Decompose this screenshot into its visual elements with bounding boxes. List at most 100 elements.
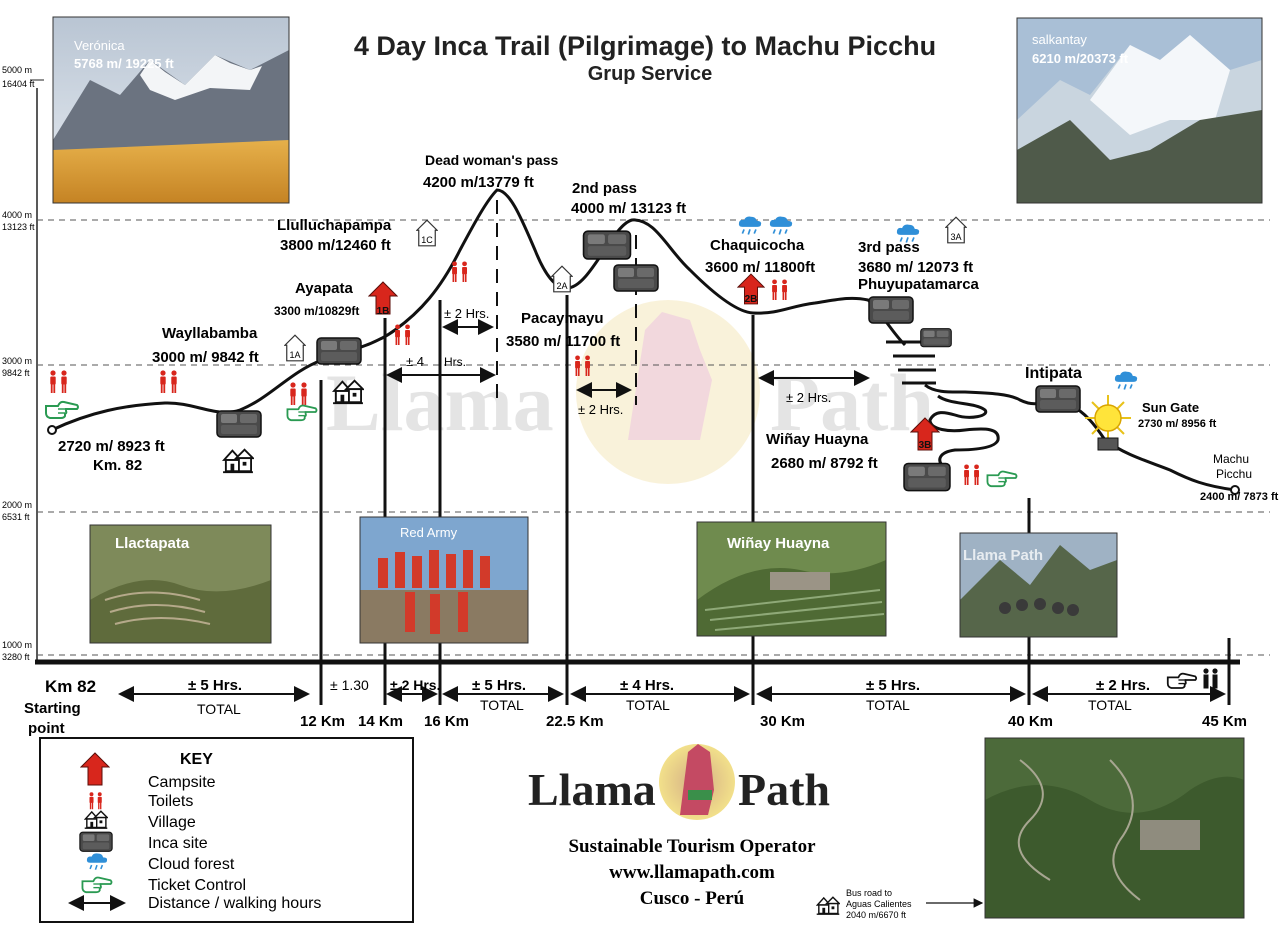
altitude-m: 3000 m — [2, 356, 32, 366]
altitude-tick-5000: 5000 m 16404 ft — [2, 65, 44, 89]
legend-item-village: Village — [148, 814, 196, 831]
place-ayapata: Ayapata 3300 m/10829ft — [274, 280, 359, 318]
segment-4: ± 5 Hrs. TOTAL — [442, 677, 564, 713]
timeline-km82: Km 82 — [45, 677, 96, 696]
timeline: Km 82 Starting point 12 Km 14 Km 16 Km 2… — [24, 659, 1247, 737]
salkantay-name: salkantay — [1032, 32, 1087, 47]
altitude-ft: 13123 ft — [2, 222, 35, 232]
segment-hours: ± 5 Hrs. — [866, 677, 920, 694]
duration-label: ± 2 Hrs. — [444, 306, 489, 321]
ticket-control-icon — [986, 470, 1018, 488]
segment-hours: ± 2 Hrs. — [390, 677, 440, 693]
altitude-m: 4000 m — [2, 210, 32, 220]
inca-site-icon — [216, 410, 262, 438]
bus-road-line-2: Aguas Calientes — [846, 899, 912, 909]
logo-tagline: Sustainable Tourism Operator — [568, 836, 816, 857]
km-marker: 30 Km — [760, 713, 805, 730]
place-altitude: 3000 m/ 9842 ft — [152, 349, 259, 366]
toilets-icon — [290, 382, 307, 405]
house-code: 2A — [556, 281, 567, 291]
bus-road-note: Bus road to Aguas Calientes 2040 m/6670 … — [816, 888, 984, 920]
segment-2: ± 1.30 — [330, 677, 369, 693]
segment-total: TOTAL — [626, 697, 670, 713]
segment-hours: ± 1.30 — [330, 677, 369, 693]
km-marker: 40 Km — [1008, 713, 1053, 730]
red-army-caption: Red Army — [400, 525, 458, 540]
toilets-icon — [50, 370, 67, 393]
page-subtitle: Grup Service — [588, 63, 713, 85]
village-icon — [222, 448, 254, 474]
cloud-forest-icon — [768, 215, 793, 236]
toilets-icon — [772, 279, 787, 300]
place-altitude: 3680 m/ 12073 ft — [858, 259, 973, 276]
cloud-forest-icon — [1113, 370, 1138, 391]
place-altitude: 2400 m/ 7873 ft — [1200, 491, 1279, 503]
place-altitude: 3300 m/10829ft — [274, 304, 359, 318]
segment-total: TOTAL — [197, 701, 241, 717]
place-start: 2720 m/ 8923 ft Km. 82 — [58, 438, 165, 474]
place-altitude: 2680 m/ 8792 ft — [771, 455, 878, 472]
upper-duration-d: ± 2 Hrs. — [758, 370, 870, 405]
toilets-icon — [395, 324, 410, 345]
end-point-marker — [1230, 485, 1240, 495]
duration-label: ± 2 Hrs. — [786, 390, 831, 405]
inca-site-icon — [582, 230, 632, 260]
place-name: Dead woman's pass — [425, 152, 558, 168]
photo-veronica: Verónica 5768 m/ 19225 ft — [52, 16, 290, 204]
photo-salkantay: salkantay 6210 m/20373 ft — [1016, 17, 1263, 204]
place-llulluchapampa: Llulluchapampa 3800 m/12460 ft — [277, 217, 392, 254]
campsite-code: 1B — [377, 306, 390, 317]
toilets-icon — [964, 464, 979, 485]
segment-3: ± 2 Hrs. — [386, 677, 440, 702]
logo-left-word: Llama — [528, 764, 656, 815]
place-pacaymayu: Pacaymayu 3580 m/ 11700 ft — [506, 310, 620, 350]
segment-hours: ± 5 Hrs. — [188, 677, 242, 694]
bus-road-line-3: 2040 m/6670 ft — [846, 910, 907, 920]
segment-total: TOTAL — [866, 697, 910, 713]
place-winay-huayna: Wiñay Huayna 2680 m/ 8792 ft — [766, 431, 878, 472]
legend: KEY Campsite Toilets Village Inca site C… — [39, 737, 414, 923]
photo-winay-huayna: Wiñay Huayna — [696, 521, 887, 637]
llactapata-caption: Llactapata — [115, 535, 190, 552]
altitude-m: 1000 m — [2, 640, 32, 650]
duration-label: ± 4 — [406, 354, 424, 369]
place-chaquicocha: Chaquicocha 3600 m/ 11800ft — [705, 237, 815, 276]
segment-hours: ± 4 Hrs. — [620, 677, 674, 694]
altitude-ft: 16404 ft — [2, 79, 35, 89]
place-third-pass: 3rd pass 3680 m/ 12073 ft Phuyupatamarca — [858, 239, 980, 293]
altitude-tick-2000: 2000 m 6531 ft — [2, 500, 32, 522]
veronica-altitude: 5768 m/ 19225 ft — [74, 56, 174, 71]
place-sun-gate: Sun Gate 2730 m/ 8956 ft — [1138, 400, 1217, 430]
inca-site-icon — [316, 337, 362, 365]
place-name: 2nd pass — [572, 180, 637, 197]
village-icon — [816, 896, 840, 915]
descent-stairs — [886, 340, 936, 385]
salkantay-altitude: 6210 m/20373 ft — [1032, 51, 1129, 66]
place-intipata: Intipata — [1025, 365, 1082, 382]
ticket-control-icon — [1166, 672, 1198, 689]
photo-machu-picchu: Llama Path — [959, 532, 1118, 638]
cloud-forest-icon — [737, 215, 762, 236]
toilets-icon — [452, 261, 467, 282]
inca-site-icon — [920, 328, 952, 348]
trail-final — [1069, 403, 1236, 492]
house-code: 1A — [289, 350, 300, 360]
veronica-name: Verónica — [74, 38, 125, 53]
segment-7: ± 2 Hrs. TOTAL — [1032, 668, 1226, 713]
inca-site-icon — [79, 831, 113, 852]
place-name: Llulluchapampa — [277, 217, 392, 234]
place-altitude: 4200 m/13779 ft — [423, 174, 534, 191]
machu-picchu-caption: Llama Path — [963, 547, 1043, 564]
place-second-pass: 2nd pass 4000 m/ 13123 ft — [571, 180, 686, 217]
km-marker: 12 Km — [300, 713, 345, 730]
place-altitude: 2730 m/ 8956 ft — [1138, 418, 1217, 430]
place-name: Sun Gate — [1142, 400, 1199, 415]
segment-hours: ± 2 Hrs. — [1096, 677, 1150, 694]
legend-item-cloud-forest: Cloud forest — [148, 856, 235, 873]
segment-5: ± 4 Hrs. TOTAL — [570, 677, 750, 713]
trail-descent — [924, 383, 1049, 470]
altitude-ft: 3280 ft — [2, 652, 30, 662]
altitude-tick-1000: 1000 m 3280 ft — [2, 640, 32, 662]
duration-label: ± 2 Hrs. — [578, 402, 623, 417]
km-marker: 16 Km — [424, 713, 469, 730]
